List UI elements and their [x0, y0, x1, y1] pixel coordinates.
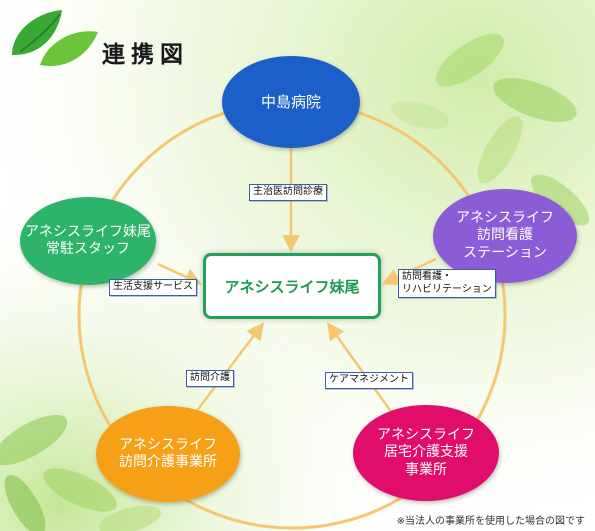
node-care-support-line1: アネシスライフ: [377, 426, 475, 443]
node-staff-line1: アネシスライフ妹尾: [25, 223, 151, 240]
tag-home-care: 訪問介護: [186, 370, 234, 387]
node-care-support: アネシスライフ 居宅介護支援 事業所: [353, 405, 499, 501]
node-home-care-line1: アネシスライフ: [119, 436, 217, 453]
node-home-care-line2: 訪問介護事業所: [119, 454, 217, 470]
node-staff-line2: 常駐スタッフ: [46, 241, 130, 257]
arrow-home-care: [195, 322, 265, 413]
page-title: 連携図: [102, 42, 189, 68]
tag-nursing: 訪問看護・ リハビリテーション: [398, 269, 496, 298]
home-care-circle: [96, 406, 240, 502]
tag-care-support: ケアマネジメント: [325, 372, 413, 389]
leaf-decoration-top-right: [390, 33, 590, 226]
node-home-care: アネシスライフ 訪問介護事業所: [96, 406, 240, 502]
tag-staff: 生活支援サービス: [109, 279, 197, 296]
node-nursing-line3: ステーション: [463, 244, 547, 261]
care-support-circle: [353, 405, 499, 501]
nursing-circle: [433, 189, 577, 283]
logo-leaves-icon: [12, 10, 98, 67]
node-nursing-line2: 訪問看護: [477, 227, 533, 244]
center-facility: アネシスライフ妹尾: [203, 253, 381, 319]
tag-hospital: 主治医訪問診療: [249, 184, 327, 201]
node-hospital: 中島病院: [222, 56, 360, 148]
tag-nursing-line1: 訪問看護・: [402, 271, 452, 282]
node-nursing-station: アネシスライフ 訪問看護 ステーション: [433, 189, 577, 283]
node-nursing-line1: アネシスライフ: [456, 209, 554, 226]
node-hospital-label: 中島病院: [260, 92, 321, 111]
node-staff: アネシスライフ妹尾 常駐スタッフ: [20, 197, 156, 285]
arrow-care-support: [326, 322, 394, 414]
tag-nursing-line2: リハビリテーション: [402, 283, 492, 295]
center-facility-label: アネシスライフ妹尾: [224, 277, 360, 296]
hospital-circle: [222, 56, 360, 148]
node-care-support-line3: 事業所: [405, 461, 447, 478]
staff-circle: [20, 197, 156, 285]
leaf-decoration-bottom-left: [0, 414, 162, 531]
node-care-support-line2: 居宅介護支援: [384, 444, 468, 461]
footnote: ※当法人の事業所を使用した場合の図です: [396, 516, 585, 527]
